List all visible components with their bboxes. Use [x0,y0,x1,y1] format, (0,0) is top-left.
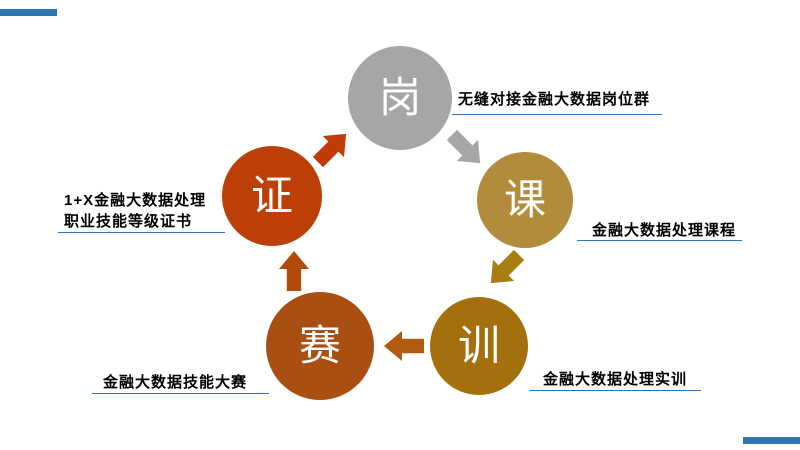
callout-gang-label: 无缝对接金融大数据岗位群 [458,91,651,108]
node-sai-char: 赛 [298,322,341,369]
arrow-zheng-to-gang-icon [307,123,356,172]
callout-ke-label: 金融大数据处理课程 [592,222,737,239]
node-xun-char: 训 [457,322,500,369]
node-zheng-circle: 证 [222,146,322,246]
callout-sai-label: 金融大数据技能大赛 [103,374,248,391]
bottom-right-accent-bar [743,437,800,444]
arrow-ke-to-xun-icon [480,244,529,293]
arrow-sai-to-zheng-icon [279,251,309,291]
callout-gang-leader-line [452,114,662,115]
callout-sai-leader-line [92,393,269,394]
callout-ke-leader-line [577,240,742,241]
node-gang-char: 岗 [378,74,421,121]
callout-xun-leader-line [529,390,701,391]
callout-zheng-label-line1: 1+X金融大数据处理 [64,192,207,209]
node-gang-circle: 岗 [348,46,452,150]
node-ke-char: 课 [503,176,546,223]
callout-zheng-leader-line [58,232,225,233]
callout-xun-label: 金融大数据处理实训 [543,371,688,388]
node-xun-circle: 训 [430,297,528,395]
node-ke-circle: 课 [477,152,573,248]
node-zheng-char: 证 [250,172,293,219]
node-sai-circle: 赛 [266,292,374,400]
top-left-accent-bar [0,9,57,16]
arrow-gang-to-ke-icon [441,124,490,173]
arrow-xun-to-sai-icon [384,331,424,361]
callout-zheng-label-line2: 职业技能等级证书 [64,213,193,230]
